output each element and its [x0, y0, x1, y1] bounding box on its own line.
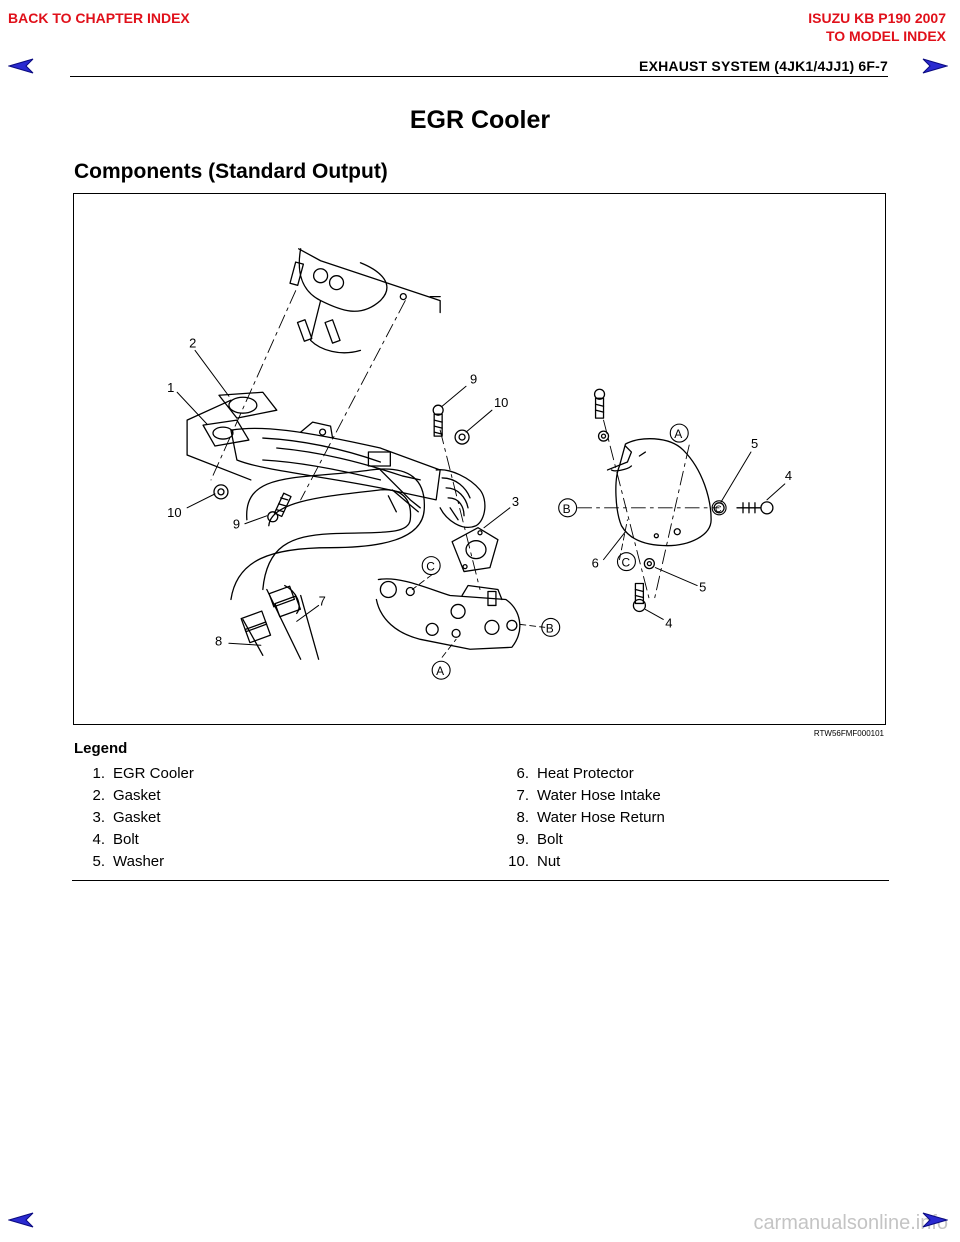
callout-9-top: 9: [470, 371, 477, 386]
callout-b-lower: B: [546, 621, 554, 635]
page-title: EGR Cooler: [409, 106, 551, 134]
model-title-link[interactable]: ISUZU KB P190 2007: [808, 10, 946, 26]
legend-title: Legend: [74, 740, 128, 757]
next-page-bottom-arrow-icon[interactable]: [922, 1212, 948, 1228]
callout-4-lower: 4: [665, 615, 672, 630]
callout-5-lower: 5: [699, 580, 706, 595]
callout-4-upper: 4: [785, 468, 792, 483]
callout-c-left: C: [426, 560, 435, 574]
legend-item-2: 2.Gasket: [92, 787, 161, 804]
callout-3: 3: [512, 494, 519, 509]
legend-item-6: 6.Heat Protector: [516, 765, 634, 782]
legend-item-10: 10.Nut: [508, 853, 561, 870]
to-model-index-link[interactable]: TO MODEL INDEX: [825, 28, 946, 44]
prev-page-arrow-icon[interactable]: [8, 58, 34, 74]
callout-9-left: 9: [233, 517, 240, 532]
bolt-9-lower: [267, 492, 292, 523]
callout-a-upper: A: [674, 427, 682, 441]
bolt-9-upper: [432, 404, 444, 437]
bottom-rule: [72, 880, 889, 881]
legend-item-4: 4.Bolt: [92, 831, 139, 848]
callout-2: 2: [189, 335, 196, 350]
legend-item-8: 8.Water Hose Return: [516, 809, 665, 826]
watermark: carmanualsonline.info: [753, 1212, 948, 1234]
callout-7: 7: [319, 593, 326, 608]
component-diagram: 2 1 10 9 9 10 3 5 4 5 4 6 7 8 A B C C C …: [73, 193, 886, 725]
callout-c-right: C: [715, 504, 722, 514]
header-rule: [70, 76, 888, 77]
next-page-arrow-icon[interactable]: [922, 58, 948, 74]
callout-a-lower: A: [436, 664, 444, 678]
callout-1: 1: [167, 380, 174, 395]
legend-item-9: 9.Bolt: [516, 831, 563, 848]
callout-5-upper: 5: [751, 436, 758, 451]
section-subheading: Components (Standard Output): [74, 160, 388, 183]
prev-page-bottom-arrow-icon[interactable]: [8, 1212, 34, 1228]
callout-6: 6: [592, 556, 599, 571]
callout-b-left: B: [563, 502, 571, 516]
callout-c-lower: C: [621, 556, 630, 570]
legend-item-5: 5.Washer: [92, 853, 165, 870]
callout-10-left: 10: [167, 505, 181, 520]
nut-10-upper: [454, 429, 470, 445]
figure-code: RTW56FMF000101: [813, 729, 884, 738]
back-to-chapter-index-link[interactable]: BACK TO CHAPTER INDEX: [8, 10, 190, 26]
egr-cooler-exploded-view: 2 1 10 9 9 10 3 5 4 5 4 6 7 8 A B C C C …: [167, 248, 792, 680]
section-header: EXHAUST SYSTEM (4JK1/4JJ1) 6F-7: [639, 58, 888, 74]
legend-item-1: 1.EGR Cooler: [92, 765, 194, 782]
callout-10-top: 10: [494, 395, 508, 410]
nut-10-lower: [213, 484, 229, 500]
legend-item-3: 3.Gasket: [92, 809, 161, 826]
legend-item-7: 7.Water Hose Intake: [516, 787, 661, 804]
callout-8: 8: [215, 633, 222, 648]
